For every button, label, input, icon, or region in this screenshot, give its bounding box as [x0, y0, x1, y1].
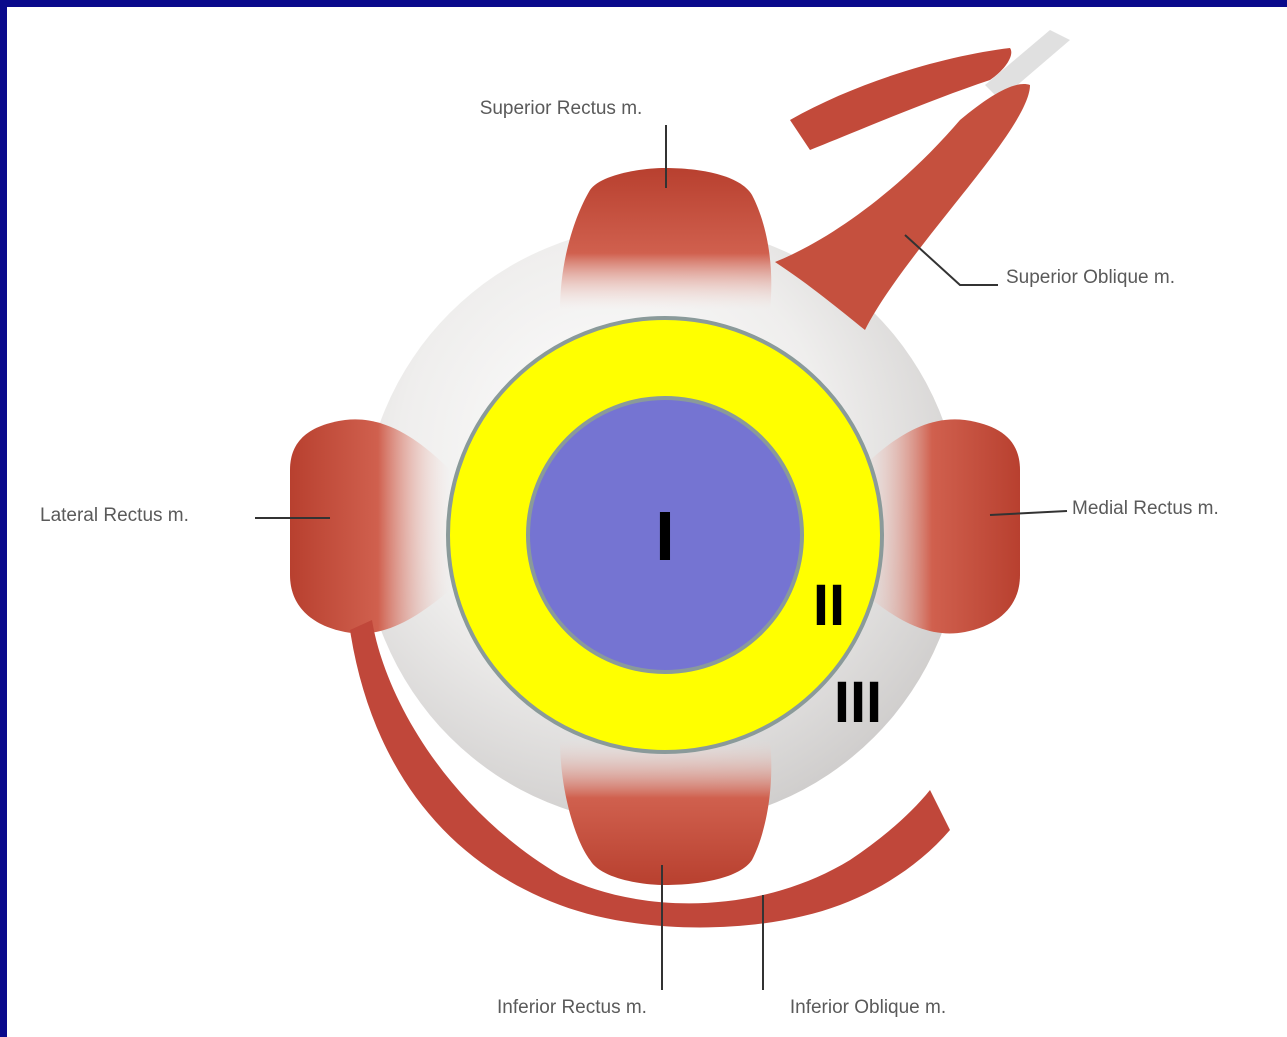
- label-superior-oblique: Superior Oblique m.: [1006, 267, 1175, 288]
- zone-label-i: I: [655, 497, 674, 575]
- label-inferior-rectus: Inferior Rectus m.: [497, 997, 647, 1018]
- zone-label-ii: II: [813, 573, 845, 638]
- slide: I II III Superior Rectus m. Superior Obl…: [7, 7, 1287, 1037]
- label-medial-rectus: Medial Rectus m.: [1072, 498, 1219, 519]
- label-inferior-oblique: Inferior Oblique m.: [790, 997, 946, 1018]
- eye-muscle-diagram: I II III Superior Rectus m. Superior Obl…: [7, 7, 1287, 1037]
- label-superior-rectus: Superior Rectus m.: [480, 98, 643, 119]
- zone-label-iii: III: [834, 670, 882, 735]
- superior-rectus-muscle: [560, 168, 771, 310]
- label-lateral-rectus: Lateral Rectus m.: [40, 505, 189, 526]
- lateral-rectus-muscle: [290, 419, 450, 633]
- medial-rectus-muscle: [860, 419, 1020, 633]
- inferior-rectus-muscle: [560, 740, 771, 885]
